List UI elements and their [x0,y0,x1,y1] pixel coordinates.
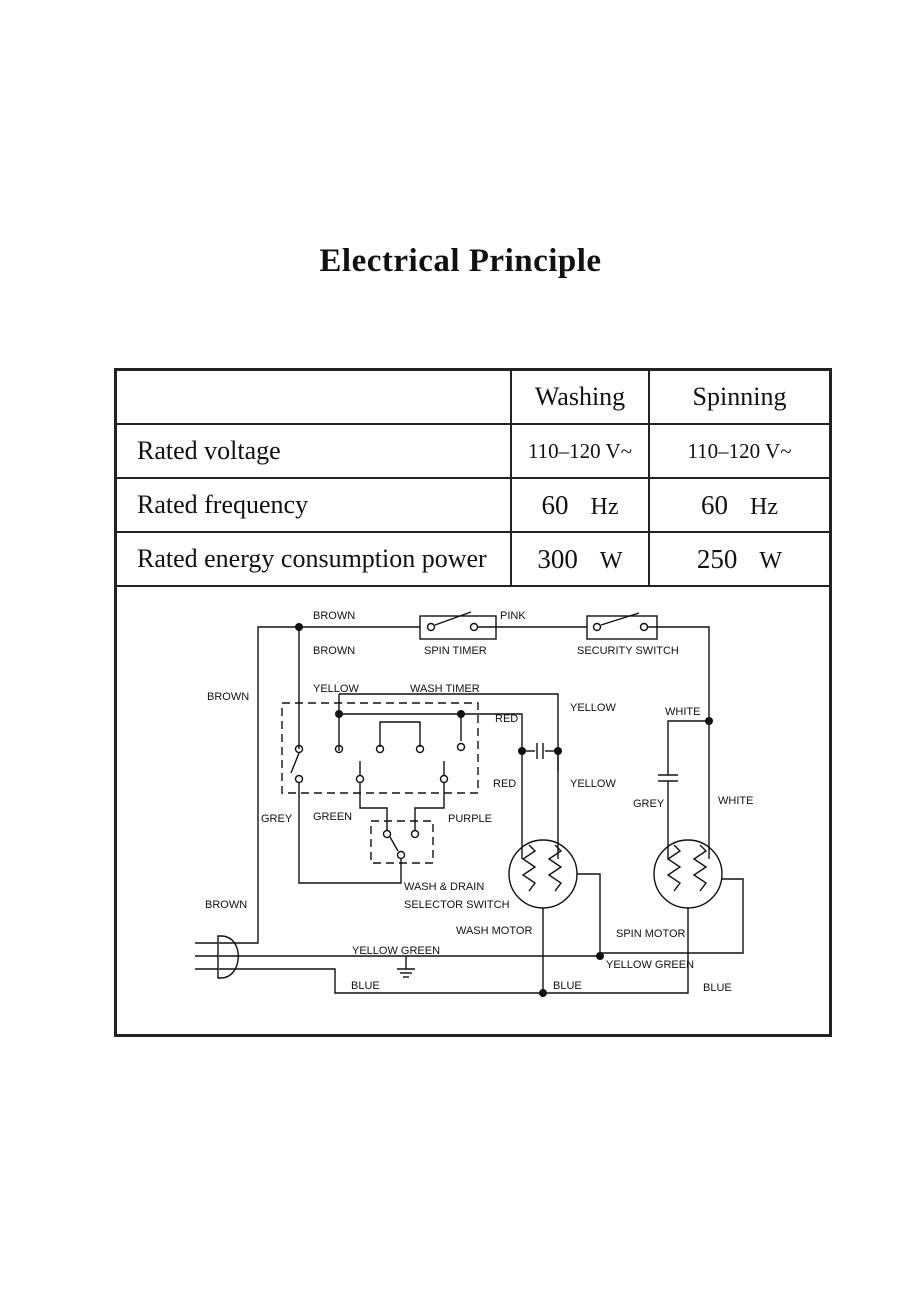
row-label-power: Rated energy consumption power [117,532,511,587]
label-blue-right: BLUE [703,982,732,994]
selector-switch-box [370,820,434,864]
security-switch-box [586,615,658,640]
label-yellow-right: YELLOW [570,702,616,714]
label-yellow-green-right: YELLOW GREEN [606,959,694,971]
spec-diagram-frame: Washing Spinning Rated voltage 110–120 V… [114,368,832,1037]
label-grey-left: GREY [261,813,293,825]
row-label-voltage: Rated voltage [117,424,511,479]
table-header-row: Washing Spinning [117,371,829,425]
page-title: Electrical Principle [319,243,602,279]
label-wash-timer: WASH TIMER [410,683,480,695]
label-yellow-top: YELLOW [313,683,359,695]
label-grey-cap: GREY [633,798,665,810]
label-red-top: RED [495,713,518,725]
rating-table: Washing Spinning Rated voltage 110–120 V… [117,371,829,587]
wash-motor-symbol [508,839,578,909]
wash-timer-box [281,702,479,794]
label-red-cap: RED [493,778,516,790]
label-brown-top: BROWN [313,610,355,622]
label-blue-mid: BLUE [553,980,582,992]
row-label-frequency: Rated frequency [117,478,511,533]
label-brown-inner: BROWN [313,645,355,657]
spin-motor-symbol [653,839,723,909]
label-purple: PURPLE [448,813,492,825]
label-wash-motor: WASH MOTOR [456,925,532,937]
label-green: GREEN [313,811,352,823]
washing-voltage: 110–120 V~ [510,424,649,479]
table-row: Rated voltage 110–120 V~ 110–120 V~ [117,424,829,479]
header-spinning: Spinning [648,371,829,425]
label-security-switch: SECURITY SWITCH [577,645,679,657]
label-white-top: WHITE [665,706,700,718]
spinning-voltage: 110–120 V~ [648,424,829,479]
table-header-empty [117,371,511,425]
header-washing: Washing [510,371,649,425]
label-brown-plug: BROWN [205,899,247,911]
label-blue-left: BLUE [351,980,380,992]
label-selector-switch: SELECTOR SWITCH [404,899,510,911]
label-wash-drain: WASH & DRAIN [404,881,484,893]
label-yellow-cap: YELLOW [570,778,616,790]
label-pink: PINK [500,610,526,622]
label-spin-timer: SPIN TIMER [424,645,487,657]
label-spin-motor: SPIN MOTOR [616,928,686,940]
brown-feed-wire [219,626,299,944]
power-plug-icon [217,935,239,979]
label-brown-left: BROWN [207,691,249,703]
label-white-right: WHITE [718,795,753,807]
wiring-diagram: BROWN BROWN BROWN BROWN PINK YELLOW YELL… [195,610,753,997]
label-yellow-green-left: YELLOW GREEN [352,945,440,957]
